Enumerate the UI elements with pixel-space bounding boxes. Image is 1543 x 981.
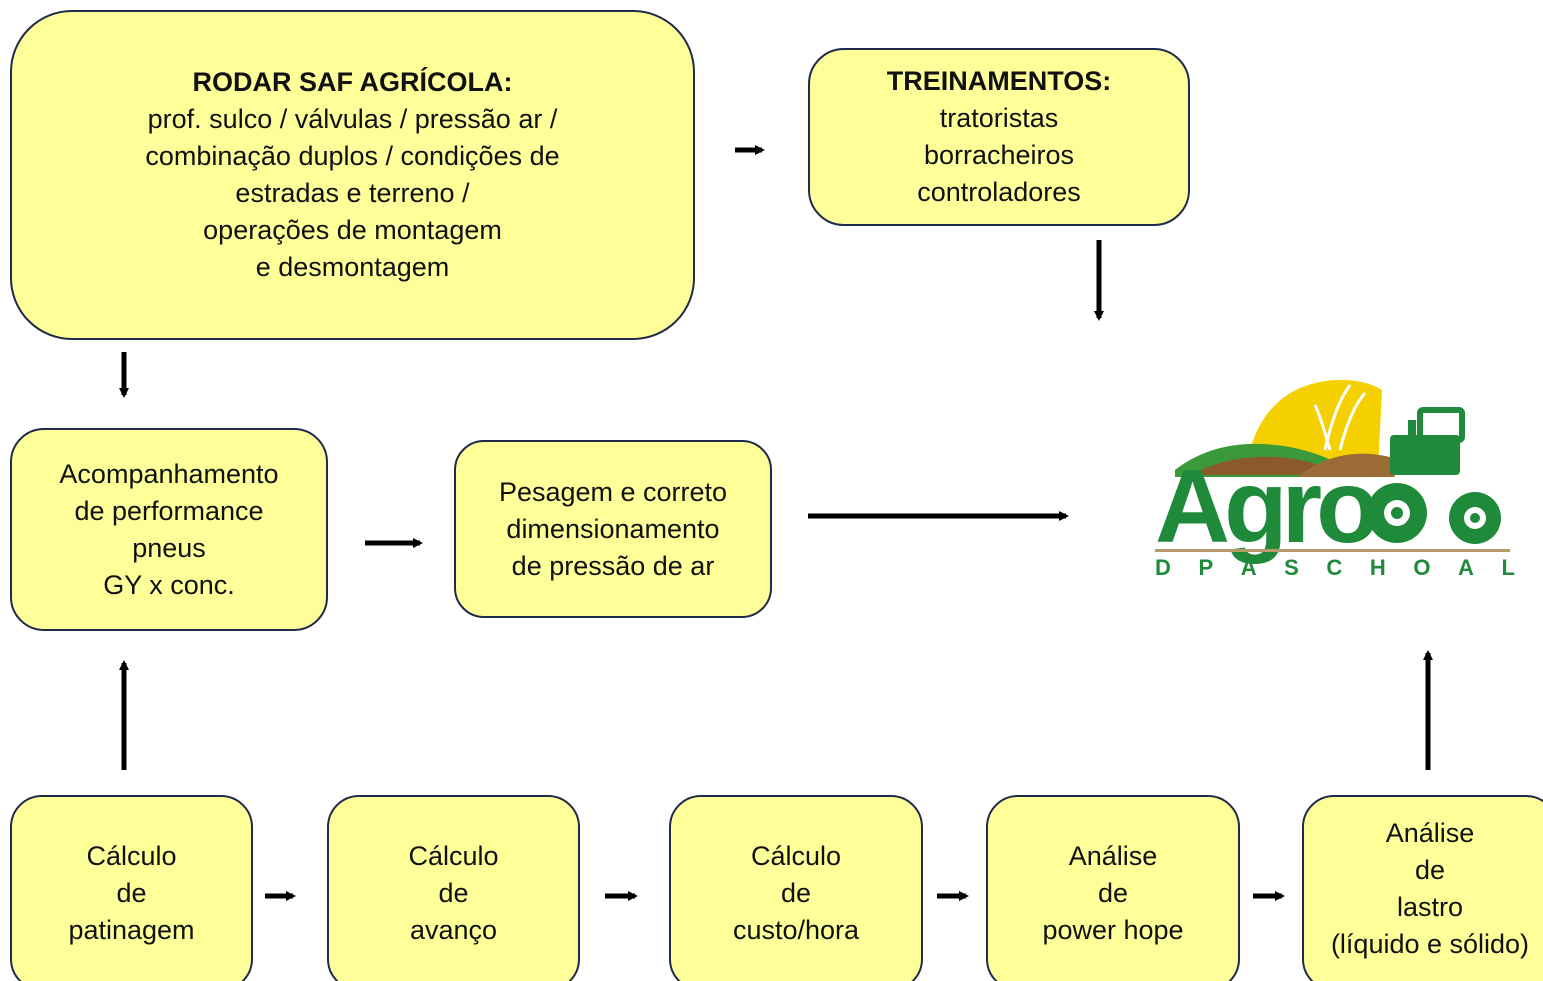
node-acompanhamento-line-4: GY x conc. — [103, 569, 235, 600]
node-acompanhamento-line-1: Acompanhamento — [59, 458, 279, 489]
logo-letter: A — [1240, 555, 1257, 580]
node-treinamentos-title: TREINAMENTOS: — [886, 66, 1112, 96]
node-analise-lastro-line-1: Análise — [1385, 818, 1475, 848]
node-calc-custo-line-1: Cálculo — [750, 840, 842, 871]
tractor-icon — [1390, 407, 1465, 475]
node-rodar-saf-title: RODAR SAF AGRÍCOLA: — [192, 67, 513, 97]
node-acompanhamento-line-3: pneus — [132, 532, 206, 563]
node-calc-avanco-line-1: Cálculo — [408, 840, 499, 871]
node-treinamentos: TREINAMENTOS: tratoristas borracheiros c… — [808, 48, 1190, 226]
logo-word: Agro — [1155, 449, 1380, 565]
node-analise-lastro-line-2: de — [1414, 855, 1446, 885]
node-analise-power: Análise de power hope — [986, 795, 1240, 981]
node-calc-patinagem: Cálculo de patinagem — [10, 795, 253, 981]
node-analise-lastro-line-4: (líquido e sólido) — [1330, 929, 1530, 959]
node-pesagem-line-1: Pesagem e correto — [498, 476, 728, 507]
logo-letter: H — [1369, 555, 1386, 580]
node-analise-power-line-3: power hope — [1042, 914, 1184, 945]
node-calc-avanco-line-3: avanço — [409, 914, 498, 945]
node-pesagem: Pesagem e correto dimensionamento de pre… — [454, 440, 772, 618]
node-rodar-saf-line-5: e desmontagem — [255, 252, 450, 282]
logo-artwork — [1175, 379, 1465, 477]
node-calc-patinagem-line-2: de — [116, 877, 147, 908]
node-treinamentos-line-3: controladores — [917, 177, 1081, 207]
logo-letter: L — [1501, 555, 1515, 580]
node-calc-avanco-line-2: de — [438, 877, 469, 908]
node-calc-patinagem-line-3: patinagem — [68, 914, 195, 945]
node-analise-lastro-line-3: lastro — [1396, 892, 1464, 922]
node-treinamentos-line-1: tratoristas — [939, 103, 1059, 133]
logo-letter: O — [1413, 555, 1431, 580]
wheat-icon — [1313, 384, 1367, 451]
node-rodar-saf-line-2: combinação duplos / condições de — [145, 141, 560, 171]
logo-letter: D — [1155, 555, 1171, 580]
node-rodar-saf: RODAR SAF AGRÍCOLA: prof. sulco / válvul… — [10, 10, 695, 340]
node-analise-lastro: Análise de lastro (líquido e sólido) — [1302, 795, 1543, 981]
node-pesagem-line-2: dimensionamento — [506, 513, 720, 544]
logo-subtitle: D P A S C H O A L — [1155, 555, 1515, 581]
logo-letter: A — [1458, 555, 1474, 580]
node-acompanhamento: Acompanhamento de performance pneus GY x… — [10, 428, 328, 631]
agro-dpaschoal-logo: Agro D P A S C H O A L — [1150, 365, 1520, 580]
node-acompanhamento-line-2: de performance — [74, 495, 264, 526]
node-treinamentos-line-2: borracheiros — [923, 140, 1075, 170]
node-rodar-saf-line-1: prof. sulco / válvulas / pressão ar / — [147, 104, 558, 134]
node-analise-power-line-2: de — [1097, 877, 1129, 908]
logo-wheels — [1367, 483, 1501, 544]
logo-underline — [1155, 549, 1510, 552]
node-rodar-saf-line-4: operações de montagem — [203, 215, 502, 245]
logo-letter: P — [1198, 555, 1214, 580]
node-rodar-saf-line-3: estradas e terreno / — [235, 178, 470, 208]
node-calc-avanco: Cálculo de avanço — [327, 795, 580, 981]
node-pesagem-line-3: de pressão de ar — [511, 550, 715, 581]
logo-letter: C — [1326, 555, 1343, 580]
node-calc-patinagem-line-1: Cálculo — [86, 840, 177, 871]
node-analise-power-line-1: Análise — [1068, 840, 1158, 871]
logo-letter: S — [1284, 555, 1299, 580]
node-calc-custo-line-3: custo/hora — [732, 914, 860, 945]
node-calc-custo: Cálculo de custo/hora — [669, 795, 923, 981]
node-calc-custo-line-2: de — [780, 877, 812, 908]
